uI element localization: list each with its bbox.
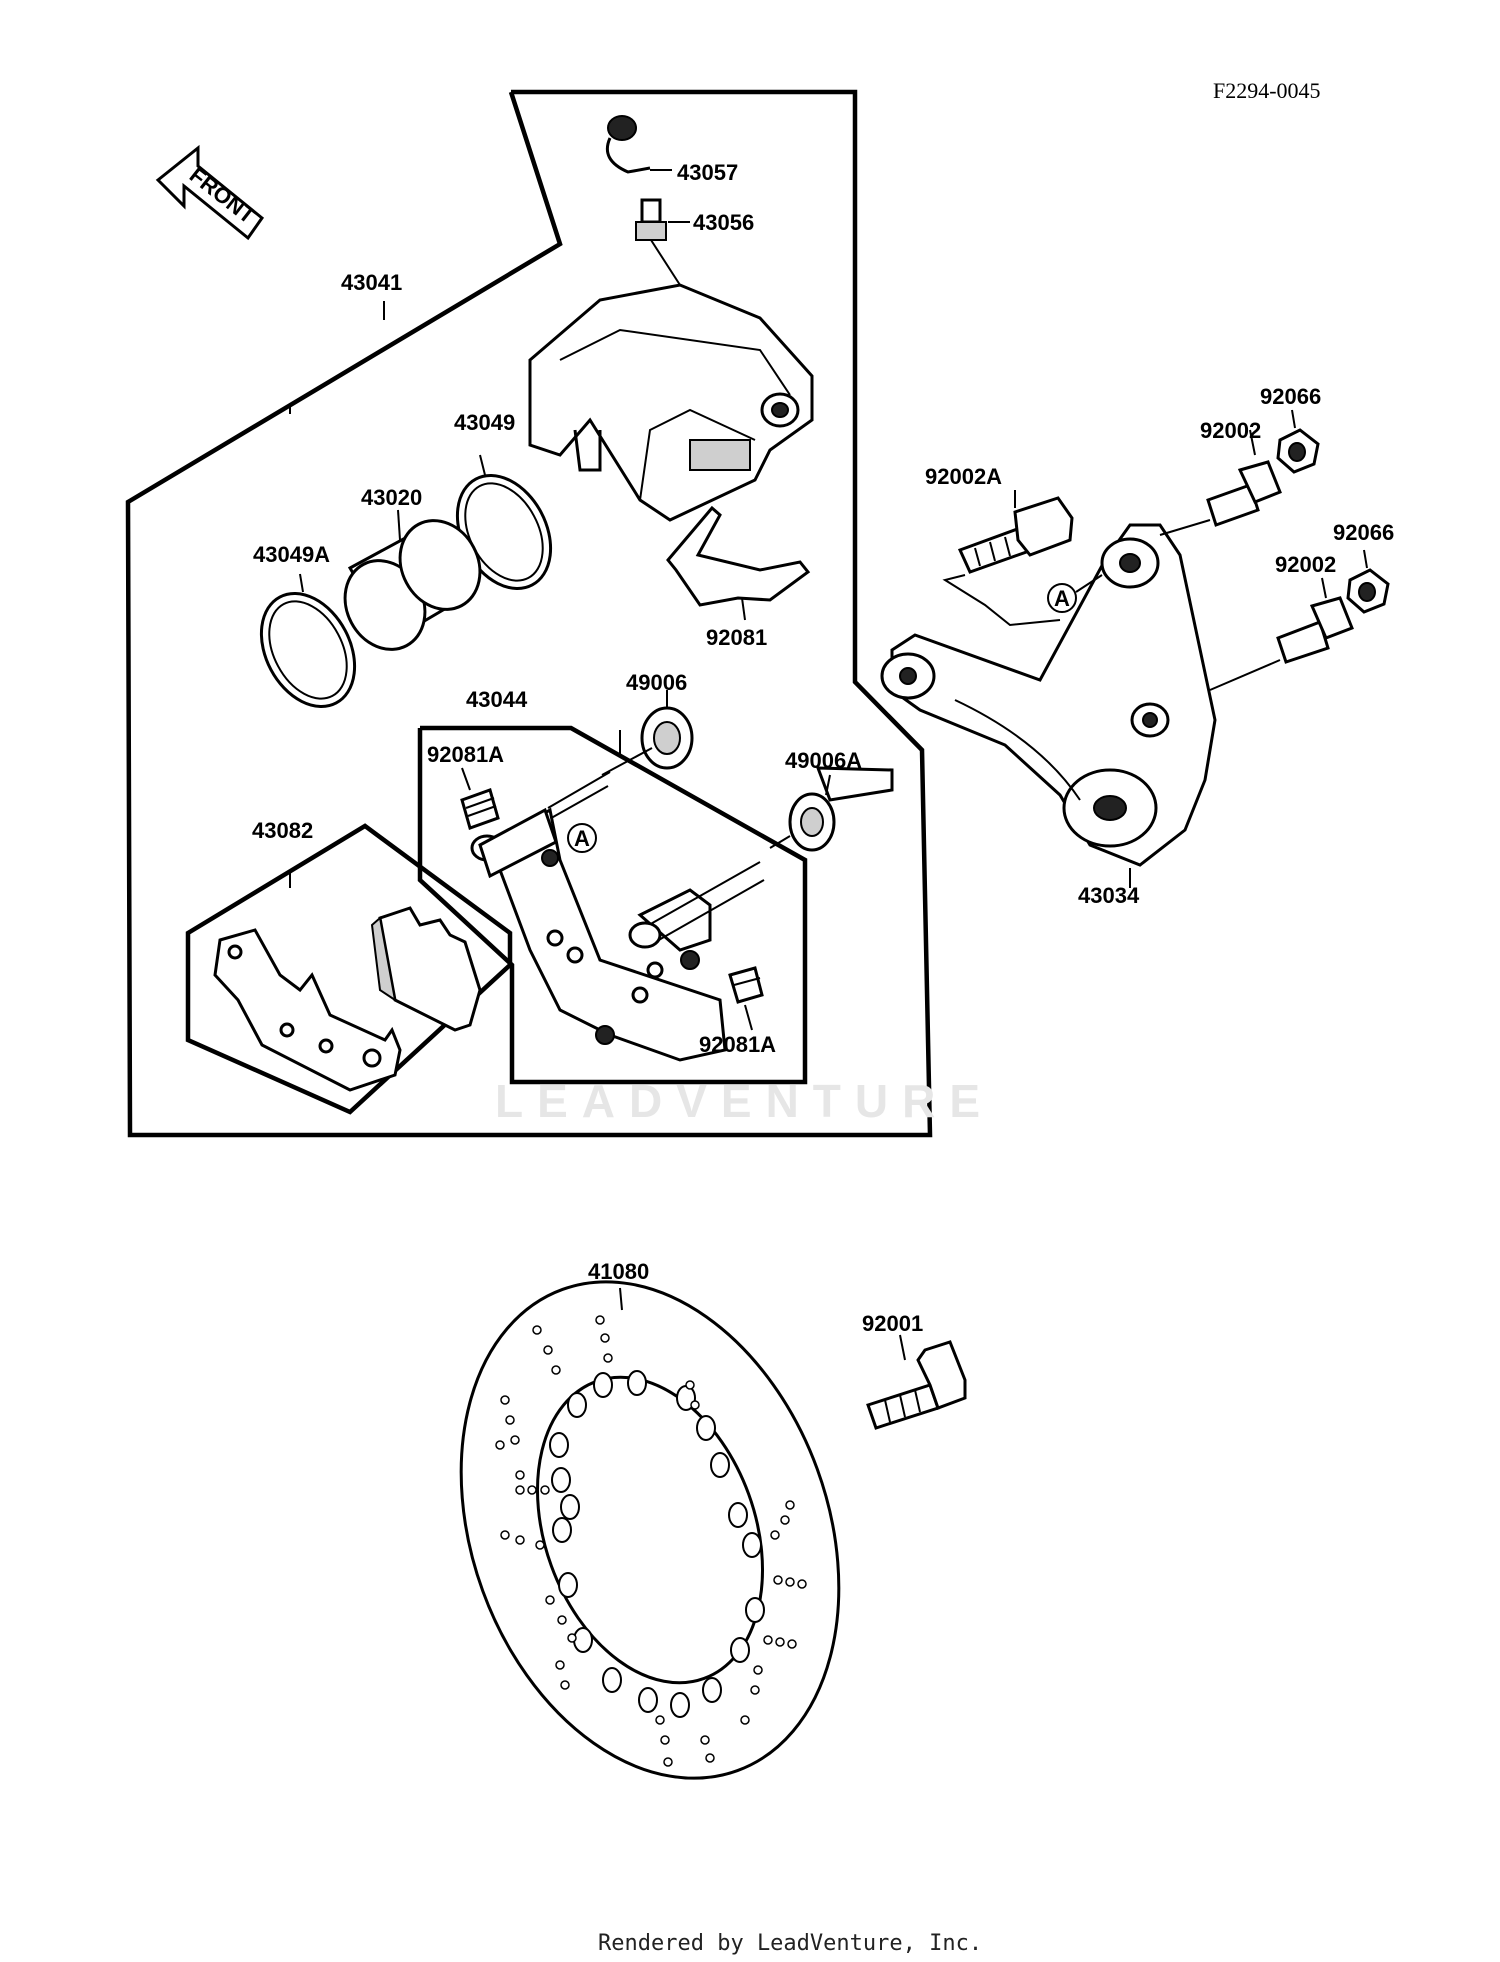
callout-marker-a-torque: A (1047, 574, 1103, 613)
bracket-subgroup-outline (417, 725, 808, 1085)
label-41080: 41080 (588, 1259, 649, 1284)
dust-seal (259, 573, 357, 709)
label-92002-top: 92002 (1200, 418, 1261, 443)
pin-boot-a (769, 766, 894, 852)
caliper-body (528, 283, 814, 522)
label-92002A: 92002A (925, 464, 1002, 489)
label-43049A: 43049A (253, 542, 330, 567)
label-49006: 49006 (626, 670, 687, 695)
label-43056: 43056 (693, 210, 754, 235)
nut-top (1276, 409, 1320, 474)
label-43020: 43020 (361, 485, 422, 510)
caliper-group-outline (125, 89, 933, 1138)
pad-subgroup-outline (185, 823, 513, 1115)
label-92066-bottom: 92066 (1333, 520, 1394, 545)
pad-clip-bottom (728, 966, 764, 1031)
label-92081A-top: 92081A (427, 742, 504, 767)
brake-pad-outer (289, 870, 482, 1032)
label-43041: 43041 (341, 270, 402, 295)
caliper-bracket (470, 730, 765, 1062)
front-arrow-icon: FRONT (155, 144, 265, 241)
label-92081A-bottom: 92081A (699, 1032, 776, 1057)
mounting-bolt-bottom (1209, 577, 1354, 691)
label-92001: 92001 (862, 1311, 923, 1336)
label-49006A: 49006A (785, 748, 862, 773)
label-43044: 43044 (466, 687, 528, 712)
piston (343, 509, 482, 651)
pad-clip-top (460, 767, 500, 830)
label-43049: 43049 (454, 410, 515, 435)
label-43057: 43057 (677, 160, 738, 185)
pad-spring (666, 505, 811, 621)
pin-boot (601, 690, 694, 776)
label-43082: 43082 (252, 818, 313, 843)
mounting-bolt-top (1159, 429, 1282, 536)
label-92081: 92081 (706, 625, 767, 650)
diagram-reference-code: F2294-0045 (1213, 78, 1321, 103)
label-92002-bottom: 92002 (1275, 552, 1336, 577)
brake-pad-inner (213, 928, 402, 1092)
bleeder-cap (605, 115, 672, 174)
label-43034: 43034 (1078, 883, 1140, 908)
svg-text:A: A (1054, 586, 1070, 611)
mounting-bolt-a (942, 490, 1074, 627)
part-labels: 43057 43056 43041 43049 43020 43049A 920… (252, 160, 1394, 1336)
watermark: LEADVENTURE (495, 1075, 994, 1127)
torque-bracket (880, 523, 1217, 888)
svg-text:A: A (574, 826, 590, 851)
label-92066-top: 92066 (1260, 384, 1321, 409)
bleeder-valve (635, 198, 690, 286)
footer-credit: Rendered by LeadVenture, Inc. (598, 1931, 982, 1956)
nut-bottom (1346, 549, 1390, 614)
brake-disc (459, 1280, 841, 1780)
callout-marker-a-bracket: A (567, 823, 597, 853)
disc-bolt (866, 1334, 967, 1430)
